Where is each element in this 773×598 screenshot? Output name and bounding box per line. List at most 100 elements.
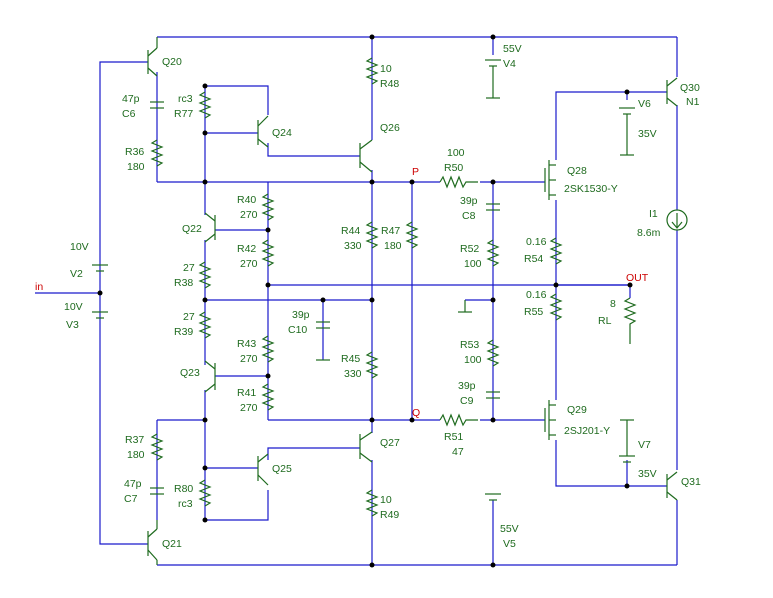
transistor-q24 <box>257 115 269 148</box>
label-r44: R44 <box>341 225 360 237</box>
label-c8-val: 39p <box>460 195 478 207</box>
current-source-i1 <box>666 209 688 231</box>
label-v3-val: 10V <box>64 301 83 313</box>
label-v7: V7 <box>638 439 651 451</box>
label-q31: Q31 <box>681 476 701 488</box>
source-v5 <box>485 493 501 501</box>
ground-symbol <box>458 300 472 313</box>
label-v2-val: 10V <box>70 241 89 253</box>
label-r77: R77 <box>174 108 193 120</box>
resistor-r80 <box>198 479 212 507</box>
label-r42-val: 270 <box>240 258 258 270</box>
label-r47: R47 <box>381 225 400 237</box>
resistor-r39 <box>198 311 212 339</box>
label-r50-val: 100 <box>447 147 465 159</box>
mosfet-q28 <box>544 160 556 200</box>
label-q29-part: 2SJ201-Y <box>564 425 610 437</box>
label-v5: V5 <box>503 538 516 550</box>
capacitor-c9 <box>486 391 500 399</box>
capacitor-c6 <box>150 101 164 109</box>
resistor-r42 <box>261 239 275 267</box>
label-q27: Q27 <box>380 437 400 449</box>
transistor-q27 <box>359 431 373 463</box>
components <box>92 37 688 565</box>
resistor-r48 <box>365 57 379 85</box>
labels: Q20 47p C6 rc3 R77 Q24 R36 180 10 R48 Q2… <box>35 43 701 550</box>
mosfet-q29 <box>544 400 556 440</box>
label-r48-val: 10 <box>380 63 392 75</box>
source-v4 <box>485 59 501 99</box>
label-q21: Q21 <box>162 538 182 550</box>
label-node-q: Q <box>412 407 420 419</box>
label-q25: Q25 <box>272 463 292 475</box>
label-c9-val: 39p <box>458 380 476 392</box>
label-v5-val: 55V <box>500 523 519 535</box>
source-v6 <box>619 107 635 156</box>
label-r53: R53 <box>460 339 479 351</box>
label-r49: R49 <box>380 509 399 521</box>
label-v4-val: 55V <box>503 43 522 55</box>
label-i1-val: 8.6m <box>637 227 661 239</box>
resistor-r44 <box>365 221 379 249</box>
label-r39-val: 27 <box>183 311 195 323</box>
label-r43: R43 <box>237 338 256 350</box>
label-i1: I1 <box>649 208 658 220</box>
label-r80: R80 <box>174 483 193 495</box>
label-r51-val: 47 <box>452 446 464 458</box>
label-c10-val: 39p <box>292 309 310 321</box>
resistor-r37 <box>150 433 164 461</box>
resistor-r41 <box>261 383 275 411</box>
resistor-r53 <box>486 339 500 367</box>
label-v6-val: 35V <box>638 128 657 140</box>
label-c8: C8 <box>462 210 476 222</box>
label-r55-val: 0.16 <box>526 289 547 301</box>
label-q30-sub: N1 <box>686 96 700 108</box>
label-c6: C6 <box>122 108 136 120</box>
label-v7-val: 35V <box>638 468 657 480</box>
transistor-q21 <box>147 520 158 565</box>
label-r36-val: 180 <box>127 161 145 173</box>
label-q23: Q23 <box>180 367 200 379</box>
label-v6: V6 <box>638 98 651 110</box>
label-r37-val: 180 <box>127 449 145 461</box>
label-v4: V4 <box>503 58 516 70</box>
label-r38-val: 27 <box>183 262 195 274</box>
resistor-r38 <box>198 261 212 289</box>
label-r48: R48 <box>380 78 399 90</box>
label-r40: R40 <box>237 194 256 206</box>
label-r52: R52 <box>460 243 479 255</box>
label-q28-part: 2SK1530-Y <box>564 183 618 195</box>
label-q30: Q30 <box>680 82 700 94</box>
resistor-r51 <box>439 413 478 427</box>
resistor-r45 <box>365 351 379 379</box>
label-r38: R38 <box>174 277 193 289</box>
transistor-q30 <box>666 77 678 107</box>
label-r51: R51 <box>444 431 463 443</box>
label-r47-val: 180 <box>384 240 402 252</box>
source-v7 <box>619 419 635 463</box>
label-c10: C10 <box>288 324 307 336</box>
label-r54-val: 0.16 <box>526 236 547 248</box>
resistor-r52 <box>486 239 500 267</box>
label-r41: R41 <box>237 387 256 399</box>
label-node-p: P <box>412 166 419 178</box>
label-r80-val: rc3 <box>178 498 193 510</box>
transistor-q23 <box>204 360 216 393</box>
transistor-q20 <box>147 37 158 77</box>
label-r39: R39 <box>174 326 193 338</box>
label-q22: Q22 <box>182 223 202 235</box>
capacitor-c10 <box>316 321 330 361</box>
label-r52-val: 100 <box>464 258 482 270</box>
label-r53-val: 100 <box>464 354 482 366</box>
resistor-r47 <box>405 221 419 249</box>
resistor-r49 <box>365 489 379 517</box>
label-r50: R50 <box>444 162 463 174</box>
resistor-rl <box>623 297 637 344</box>
transistor-q25 <box>257 453 269 486</box>
label-c9: C9 <box>460 395 474 407</box>
label-r55: R55 <box>524 306 543 318</box>
label-r77-val: rc3 <box>178 93 193 105</box>
capacitor-c7 <box>150 487 164 495</box>
